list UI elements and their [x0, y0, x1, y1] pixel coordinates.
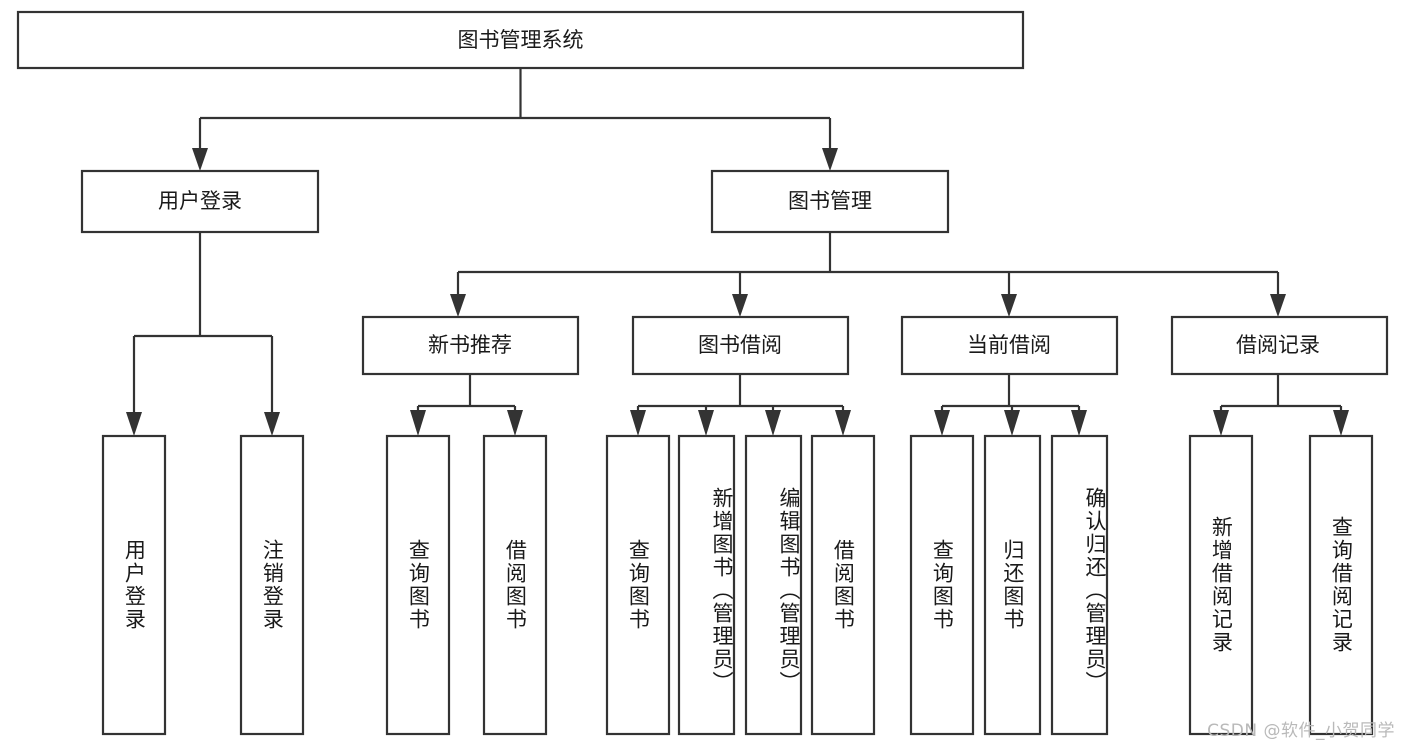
node-borrow-record[interactable]: 借阅记录	[1170, 315, 1389, 376]
edges-root-to-level2	[192, 68, 838, 171]
node-book-manage-box[interactable]	[710, 169, 950, 234]
node-book-manage-label: 图书管理	[788, 189, 872, 213]
level4-boxes	[101, 434, 1374, 736]
node-op-borrow-book-2-box[interactable]	[810, 434, 876, 736]
node-book-borrow-label: 图书借阅	[698, 333, 782, 357]
node-borrow-record-label: 借阅记录	[1236, 333, 1320, 357]
node-user-login[interactable]: 用户登录	[80, 169, 320, 234]
node-op-query-book-2-box[interactable]	[605, 434, 671, 736]
node-book-borrow-box[interactable]	[631, 315, 850, 376]
node-user-login-label: 用户登录	[158, 189, 242, 213]
arrow-to-op-add-book	[698, 410, 714, 436]
node-borrow-record-box[interactable]	[1170, 315, 1389, 376]
arrow-root-to-book-manage	[822, 148, 838, 171]
node-current-borrow-box[interactable]	[900, 315, 1119, 376]
node-op-return-book-box[interactable]	[983, 434, 1042, 736]
node-root-box[interactable]	[16, 10, 1025, 70]
node-op-query-record-box[interactable]	[1308, 434, 1374, 736]
arrow-to-op-query-book-3	[934, 410, 950, 436]
arrow-to-op-return-book	[1004, 410, 1020, 436]
node-op-user-logout-box[interactable]	[239, 434, 305, 736]
node-op-query-book-3-box[interactable]	[909, 434, 975, 736]
node-root[interactable]: 图书管理系统	[16, 10, 1025, 70]
node-new-book-recommend[interactable]: 新书推荐	[361, 315, 580, 376]
node-root-label: 图书管理系统	[458, 28, 584, 52]
edges-book-borrow-to-level4	[630, 374, 851, 436]
arrow-to-op-confirm-return	[1071, 410, 1087, 436]
arrow-to-new-book-recommend	[450, 294, 466, 317]
arrow-to-borrow-record	[1270, 294, 1286, 317]
edges-book-manage-to-level3	[450, 232, 1286, 317]
node-op-add-record-box[interactable]	[1188, 434, 1254, 736]
node-op-borrow-book-1-box[interactable]	[482, 434, 548, 736]
edges-current-borrow-to-level4	[934, 374, 1087, 436]
arrow-to-op-query-record	[1333, 410, 1349, 436]
node-new-book-recommend-box[interactable]	[361, 315, 580, 376]
arrow-root-to-user-login	[192, 148, 208, 171]
node-op-user-login-box[interactable]	[101, 434, 167, 736]
edges-user-login-to-level4	[126, 232, 280, 436]
arrow-to-book-borrow	[732, 294, 748, 317]
arrow-to-op-add-record	[1213, 410, 1229, 436]
node-op-query-book-1-box[interactable]	[385, 434, 451, 736]
node-op-add-book-box[interactable]	[677, 434, 736, 736]
arrow-to-current-borrow	[1001, 294, 1017, 317]
csdn-watermark: CSDN @软件_小贺同学	[1207, 721, 1395, 741]
edges-new-book-recommend-to-level4	[410, 374, 523, 436]
node-book-borrow[interactable]: 图书借阅	[631, 315, 850, 376]
node-op-confirm-return-box[interactable]	[1050, 434, 1109, 736]
arrow-to-op-query-book-2	[630, 410, 646, 436]
arrow-to-op-user-login	[126, 412, 142, 436]
edges-borrow-record-to-level4	[1213, 374, 1349, 436]
arrow-to-op-borrow-book-1	[507, 410, 523, 436]
node-current-borrow-label: 当前借阅	[967, 333, 1051, 357]
node-op-edit-book-box[interactable]	[744, 434, 803, 736]
node-new-book-recommend-label: 新书推荐	[428, 333, 512, 357]
arrow-to-op-user-logout	[264, 412, 280, 436]
node-user-login-box[interactable]	[80, 169, 320, 234]
arrow-to-op-query-book-1	[410, 410, 426, 436]
arrow-to-op-edit-book	[765, 410, 781, 436]
node-current-borrow[interactable]: 当前借阅	[900, 315, 1119, 376]
node-book-manage[interactable]: 图书管理	[710, 169, 950, 234]
arrow-to-op-borrow-book-2	[835, 410, 851, 436]
